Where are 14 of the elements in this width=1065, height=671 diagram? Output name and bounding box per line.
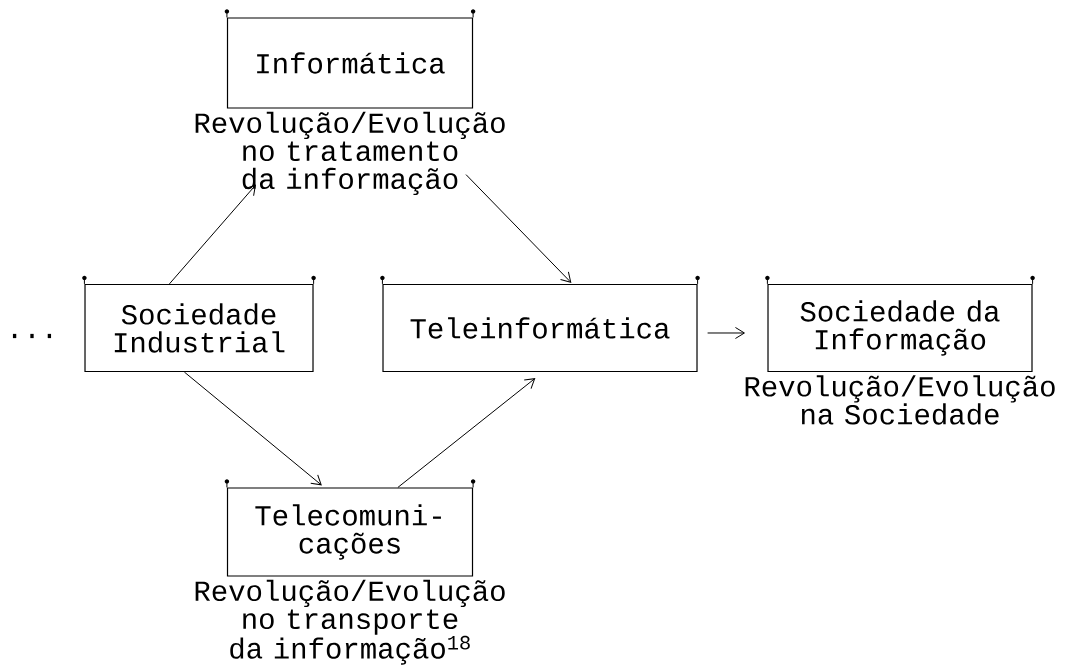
arrow bbox=[183, 371, 322, 486]
process-box: Telecomuni- cações bbox=[224, 479, 476, 577]
process-box: Sociedade da Informação bbox=[765, 275, 1035, 373]
arrow bbox=[397, 378, 536, 488]
caption-text: Revolução/Evolução no transporte da informação$^{18}$ bbox=[195, 579, 505, 665]
arrow bbox=[168, 184, 256, 285]
arrow bbox=[707, 327, 745, 339]
caption-text: Revolução/Evolução no tratamento da informação bbox=[195, 111, 505, 196]
arrow bbox=[465, 174, 572, 283]
caption-text: Revolução/Evolução na Sociedade bbox=[745, 375, 1055, 425]
ellipsis-text: ... bbox=[12, 333, 52, 339]
process-box: Sociedade Industrial bbox=[82, 275, 316, 373]
process-box: Teleinformática bbox=[380, 275, 700, 373]
process-box: Informática bbox=[224, 9, 476, 109]
